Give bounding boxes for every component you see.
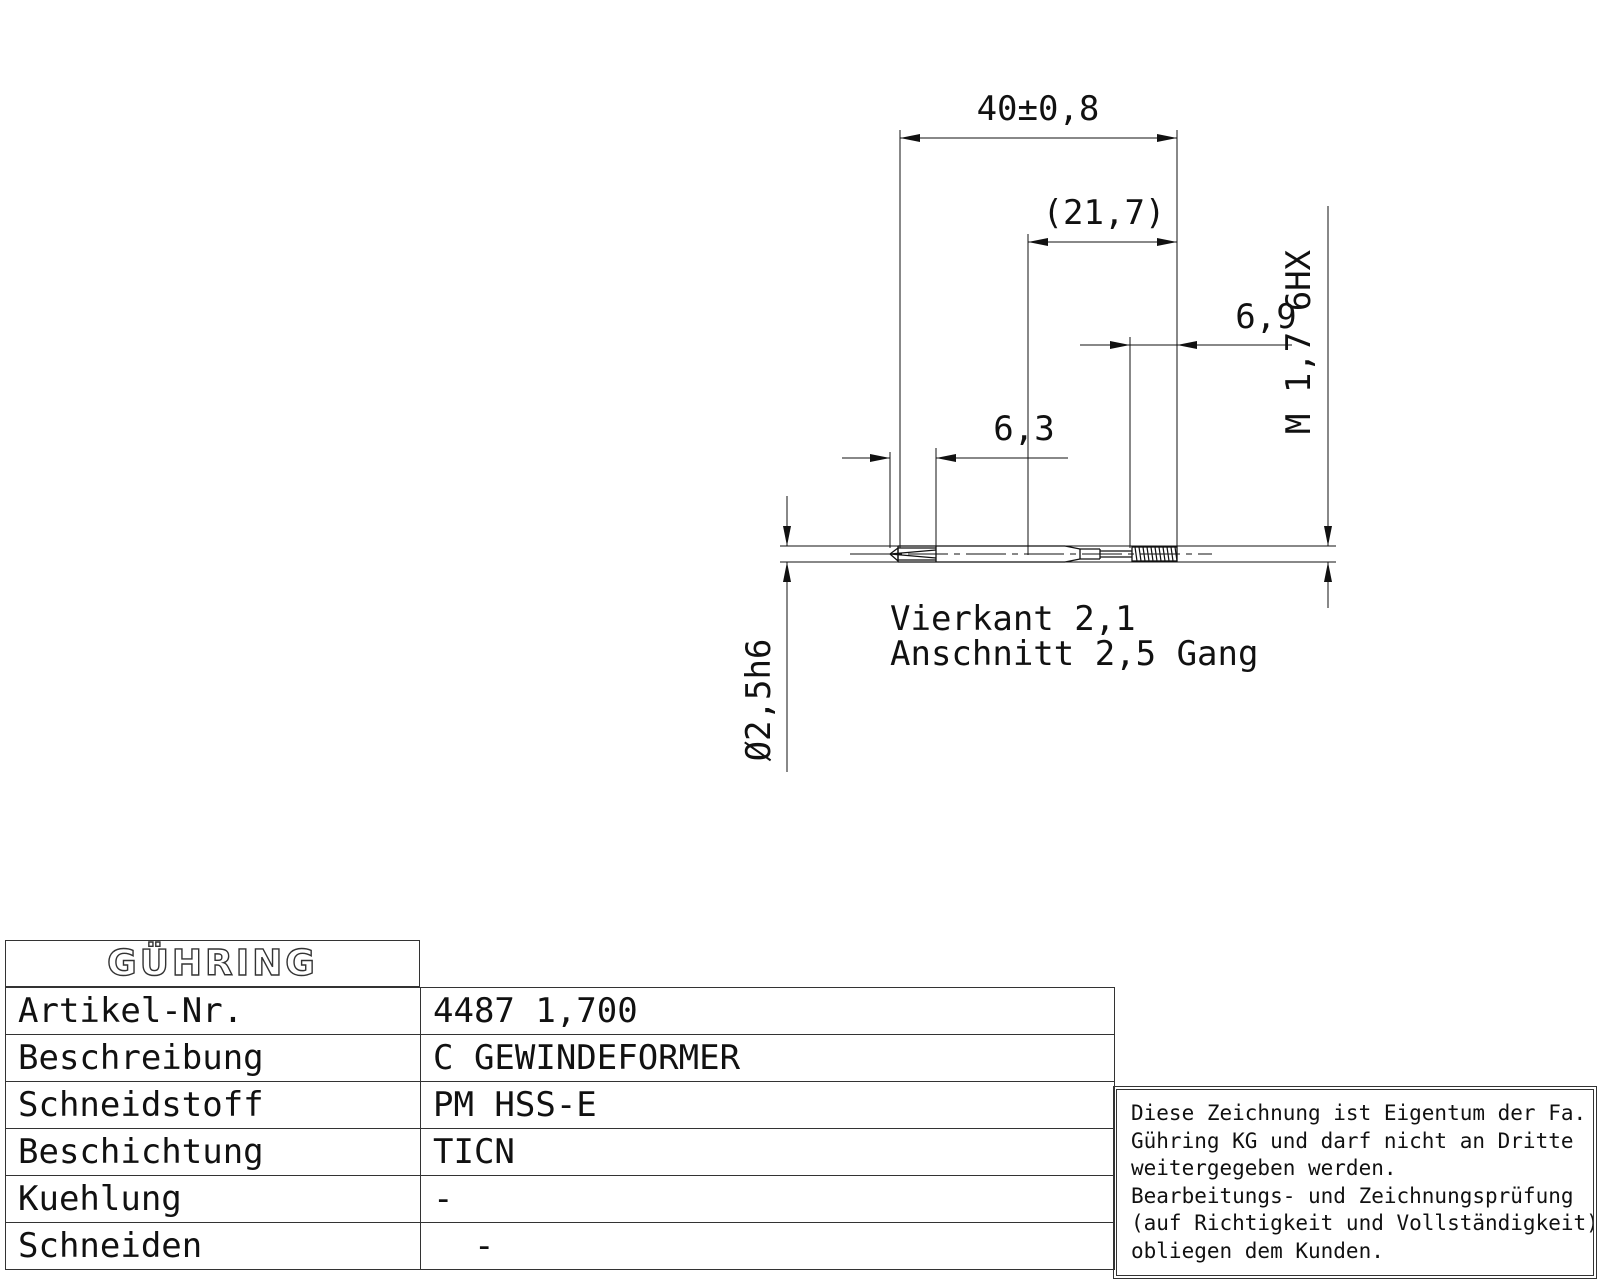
title-block-table: Artikel-Nr. 4487 1,700 Beschreibung C GE… [5, 987, 1115, 1270]
dimension-label-square-length: 6,3 [993, 409, 1054, 449]
ownership-notice: Diese Zeichnung ist Eigentum der Fa. Güh… [1113, 1086, 1597, 1279]
thread-mark [1142, 546, 1146, 562]
row-label-material: Schneidstoff [5, 1081, 421, 1129]
note-chamfer: Anschnitt 2,5 Gang [890, 634, 1258, 674]
row-value-cooling: - [420, 1175, 1115, 1223]
thread-mark [1158, 546, 1162, 562]
notice-line: obliegen dem Kunden. [1131, 1238, 1384, 1263]
thread-mark [1138, 546, 1142, 562]
row-label-description: Beschreibung [5, 1034, 421, 1082]
row-value-cutting-edges: - [420, 1222, 1115, 1270]
dimension-overall-length: 40±0,8 [900, 89, 1177, 142]
note-square: Vierkant 2,1 [890, 599, 1136, 639]
dimension-label-thread-spec: M 1,7 6HX [1279, 249, 1319, 434]
extension-lines [780, 130, 1336, 563]
thread-mark [1170, 546, 1174, 562]
table-row: Beschichtung TICN [5, 1128, 1115, 1176]
thread-mark [1134, 546, 1138, 562]
company-logo: GÜHRING [106, 942, 318, 984]
table-row: Artikel-Nr. 4487 1,700 [5, 987, 1115, 1035]
thread-mark [1154, 546, 1158, 562]
notice-line: Bearbeitungs- und Zeichnungsprüfung [1131, 1183, 1574, 1208]
row-label-cooling: Kuehlung [5, 1175, 421, 1223]
row-value-coating: TICN [420, 1128, 1115, 1176]
notice-line: Gühring KG und darf nicht an Dritte [1131, 1128, 1574, 1153]
row-value-material: PM HSS-E [420, 1081, 1115, 1129]
table-row: Schneidstoff PM HSS-E [5, 1081, 1115, 1129]
table-row: Kuehlung - [5, 1175, 1115, 1223]
thread-mark [1174, 546, 1178, 562]
thread-mark [1150, 546, 1154, 562]
dimension-shank-diameter: Ø2,5h6 [739, 496, 791, 772]
dimension-label-shank-diameter: Ø2,5h6 [739, 639, 779, 762]
dimension-label-overall-length: 40±0,8 [977, 89, 1100, 129]
dimension-thread-spec: M 1,7 6HX [1279, 206, 1332, 608]
row-label-cutting-edges: Schneiden [5, 1222, 421, 1270]
thread-mark [1162, 546, 1166, 562]
row-value-article-number: 4487 1,700 [420, 987, 1115, 1035]
dimension-square-length: 6,3 [842, 409, 1068, 462]
row-label-coating: Beschichtung [5, 1128, 421, 1176]
dimension-thread-section: (21,7) [1028, 193, 1177, 246]
technical-drawing: 40±0,8 (21,7) 6,9 6,3 M 1,7 6HX Ø2,5h6 V… [739, 89, 1336, 772]
logo-cell: GÜHRING [5, 940, 420, 987]
row-value-description: C GEWINDEFORMER [420, 1034, 1115, 1082]
dimension-thread-length: 6,9 [1080, 297, 1297, 349]
notice-line: Diese Zeichnung ist Eigentum der Fa. [1131, 1101, 1587, 1125]
thread-mark [1146, 546, 1150, 562]
table-row: Beschreibung C GEWINDEFORMER [5, 1034, 1115, 1082]
notice-line: weitergegeben werden. [1131, 1156, 1397, 1180]
table-row: Schneiden - [5, 1222, 1115, 1270]
notice-line: (auf Richtigkeit und Vollständigkeit) [1131, 1211, 1597, 1235]
thread-pattern [1134, 546, 1178, 562]
dimension-label-thread-length: 6,9 [1235, 297, 1296, 337]
dimension-label-thread-section: (21,7) [1043, 193, 1166, 233]
row-label-article-number: Artikel-Nr. [5, 987, 421, 1035]
thread-mark [1166, 546, 1170, 562]
